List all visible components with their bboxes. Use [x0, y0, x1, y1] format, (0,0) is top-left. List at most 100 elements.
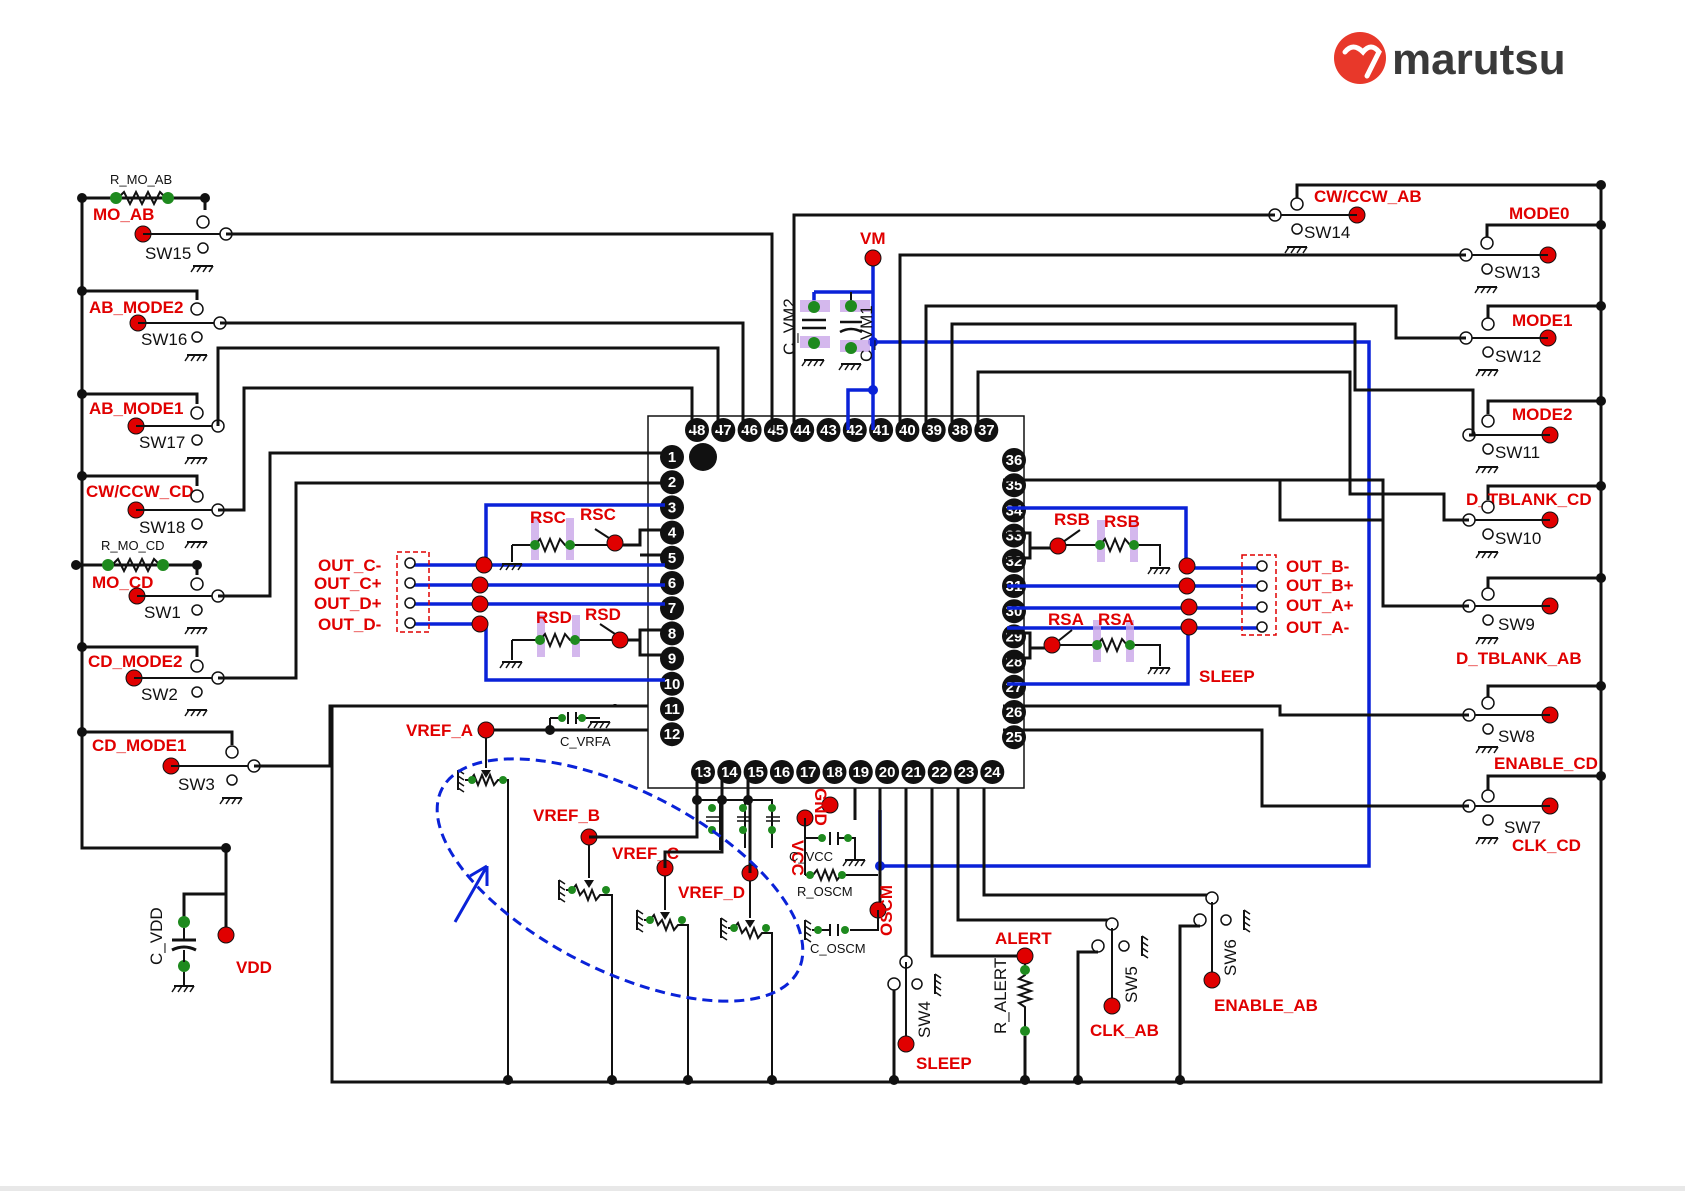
label-rsa-1: RSA	[1048, 610, 1084, 629]
pad-rsd[interactable]	[611, 631, 629, 649]
label-out-a-minus: OUT_A-	[1286, 618, 1349, 637]
label-r-mo-ab: R_MO_AB	[110, 172, 172, 187]
pin-21-icon	[901, 760, 926, 784]
pad-out-c-plus[interactable]	[471, 576, 489, 594]
label-gnd: GND	[811, 788, 830, 826]
ic-chip	[647, 415, 1025, 789]
label-sw2: SW2	[141, 685, 178, 704]
pin-29-icon	[1002, 624, 1026, 649]
label-out-c-plus: OUT_C+	[314, 574, 382, 593]
pad-rsa[interactable]	[1043, 636, 1061, 654]
pin-27-icon	[1002, 674, 1026, 699]
pin-37-icon	[974, 418, 999, 442]
resistor-rsb	[1049, 520, 1171, 575]
pad-out-c-minus[interactable]	[475, 556, 493, 574]
resistor-r-mo-ab	[110, 189, 174, 207]
pad-clk-ab[interactable]	[1103, 997, 1121, 1015]
pin-4-icon	[660, 520, 684, 545]
pin-20-icon	[875, 760, 900, 784]
label-alert: ALERT	[995, 929, 1052, 948]
pin-43-icon	[816, 418, 841, 442]
pin-22-icon	[927, 760, 952, 784]
label-clk-cd: CLK_CD	[1512, 836, 1581, 855]
vref-highlight-ellipse	[435, 757, 805, 1003]
pad-out-b-minus[interactable]	[1178, 557, 1196, 575]
pin-45-label: 45	[768, 422, 785, 439]
label-sleep-right: SLEEP	[1199, 667, 1255, 686]
pin-39-label: 39	[925, 422, 942, 439]
label-c-vcc: C_VCC	[789, 849, 833, 864]
pin-21-label: 21	[905, 764, 922, 781]
pin-3-icon	[660, 495, 684, 520]
label-enable-cd: ENABLE_CD	[1494, 754, 1598, 773]
page-bottom-band	[0, 1186, 1685, 1191]
pad-rsb[interactable]	[1049, 537, 1067, 555]
label-sw1: SW1	[144, 603, 181, 622]
pin-6-icon	[660, 571, 684, 595]
label-cd-mode2: CD_MODE2	[88, 652, 182, 671]
pad-vm[interactable]	[864, 249, 882, 267]
pin-19-icon	[848, 760, 873, 784]
pad-out-d-minus[interactable]	[471, 615, 489, 633]
pin-11-icon	[660, 697, 684, 721]
pin-15-label: 15	[747, 764, 764, 781]
bottom-switch-network: SW4 SLEEP ALERT R_ALERT SW5 CLK_AB SW6	[503, 788, 1318, 1085]
pin-3-label: 3	[668, 499, 676, 516]
label-cwccw-cd: CW/CCW_CD	[86, 482, 194, 501]
pad-enable-ab[interactable]	[1203, 971, 1221, 989]
pad-vref-a[interactable]	[477, 721, 495, 739]
pad-rsc[interactable]	[606, 534, 624, 552]
pad-sleep-bottom[interactable]	[897, 1035, 915, 1053]
label-r-oscm: R_OSCM	[797, 884, 853, 899]
label-out-c-minus: OUT_C-	[318, 556, 381, 575]
pin-1-icon	[660, 445, 684, 469]
label-c-vm1: C_VM1	[857, 305, 876, 362]
pin-12-icon	[660, 722, 684, 747]
pin-45-icon	[763, 418, 788, 442]
label-r-alert: R_ALERT	[991, 958, 1010, 1034]
pin-32-label: 32	[1006, 553, 1023, 570]
pad-gnd[interactable]	[821, 796, 839, 814]
pin-14-label: 14	[721, 764, 738, 781]
pad-alert[interactable]	[1016, 947, 1034, 965]
pin-17-label: 17	[800, 764, 817, 781]
label-mode1: MODE1	[1512, 311, 1572, 330]
pad-out-a-plus[interactable]	[1180, 598, 1198, 616]
label-sleep-bottom: SLEEP	[916, 1054, 972, 1073]
pin-11-label: 11	[664, 701, 680, 718]
pin-9-label: 9	[668, 651, 676, 668]
pin-5-icon	[660, 545, 684, 570]
pin-16-icon	[769, 760, 794, 784]
pad-out-d-plus[interactable]	[471, 595, 489, 613]
label-out-b-minus: OUT_B-	[1286, 557, 1349, 576]
pin-30-label: 30	[1006, 603, 1023, 620]
pin-36-icon	[1002, 448, 1026, 472]
pin-36-label: 36	[1006, 452, 1023, 469]
label-sw4: SW4	[915, 1001, 934, 1038]
right-output-network: RSB RSB RSA RSA OUT_B- OUT_B+ OUT_A+ OUT…	[1007, 506, 1354, 686]
pin-34-icon	[1002, 498, 1026, 523]
pin-6-label: 6	[668, 575, 676, 592]
pad-vdd[interactable]	[217, 926, 235, 944]
label-c-vdd: C_VDD	[147, 907, 166, 965]
label-sw10: SW10	[1495, 529, 1541, 548]
pin-16-label: 16	[774, 764, 791, 781]
label-sw17: SW17	[139, 433, 185, 452]
label-mode2: MODE2	[1512, 405, 1572, 424]
resistor-rsc	[499, 518, 624, 571]
pin-7-icon	[660, 596, 684, 621]
pin-4-label: 4	[668, 525, 677, 542]
label-sw15: SW15	[145, 244, 191, 263]
pin-44-icon	[790, 418, 815, 442]
left-switch-network: R_MO_AB MO_AB SW15 AB_MODE2 SW16 AB_MODE…	[71, 172, 774, 993]
label-cwccw-ab: CW/CCW_AB	[1314, 187, 1422, 206]
label-vref-a: VREF_A	[406, 721, 473, 740]
label-c-vrfa: C_VRFA	[560, 734, 611, 749]
marutsu-logo: marutsu	[1334, 32, 1566, 84]
pad-out-a-minus[interactable]	[1180, 618, 1198, 636]
pin-46-label: 46	[741, 422, 758, 439]
label-vref-d: VREF_D	[678, 883, 745, 902]
pad-out-b-plus[interactable]	[1178, 577, 1196, 595]
pin-10-label: 10	[664, 676, 681, 693]
